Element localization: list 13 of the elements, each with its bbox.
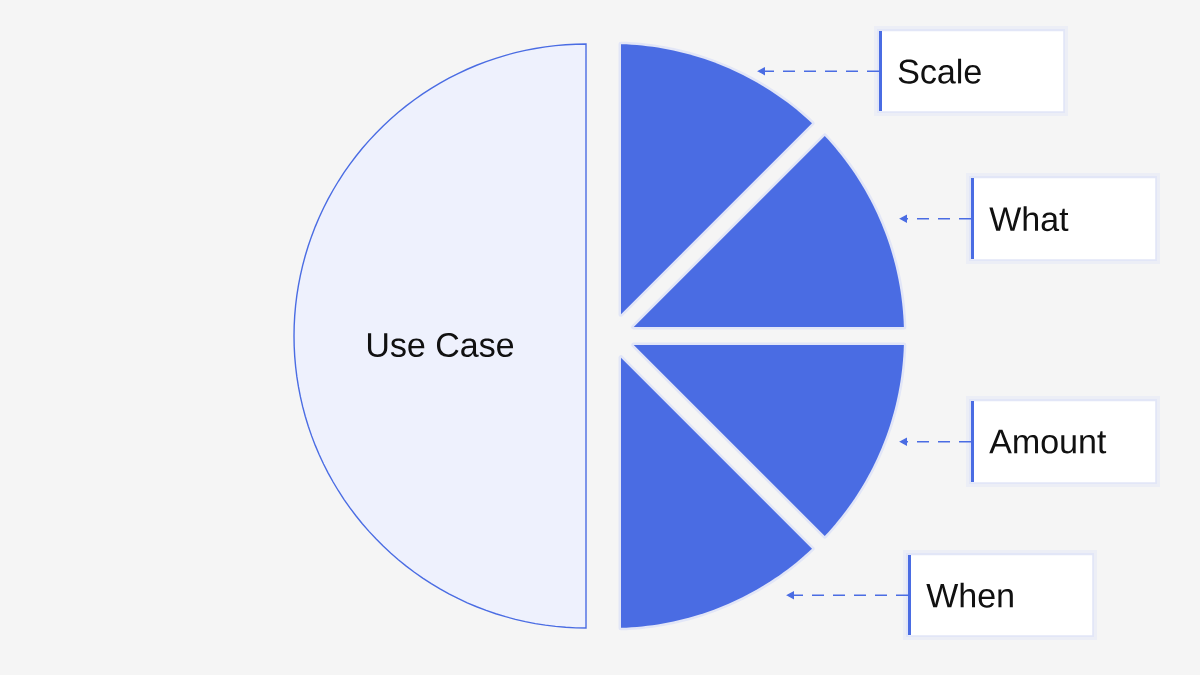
arrow [899, 437, 972, 446]
label-box: What [966, 173, 1160, 264]
label-box: Scale [874, 26, 1068, 116]
arrow [757, 67, 880, 76]
label-box: When [903, 550, 1097, 640]
pie-wedge [631, 133, 907, 330]
pie-wedge [618, 355, 815, 631]
pie-wedge [631, 342, 907, 539]
arrow [786, 591, 909, 600]
semicircle: Use Case [293, 43, 587, 629]
label-box: Amount [966, 396, 1160, 487]
arrow [899, 214, 972, 223]
pie-wedge [618, 41, 815, 317]
